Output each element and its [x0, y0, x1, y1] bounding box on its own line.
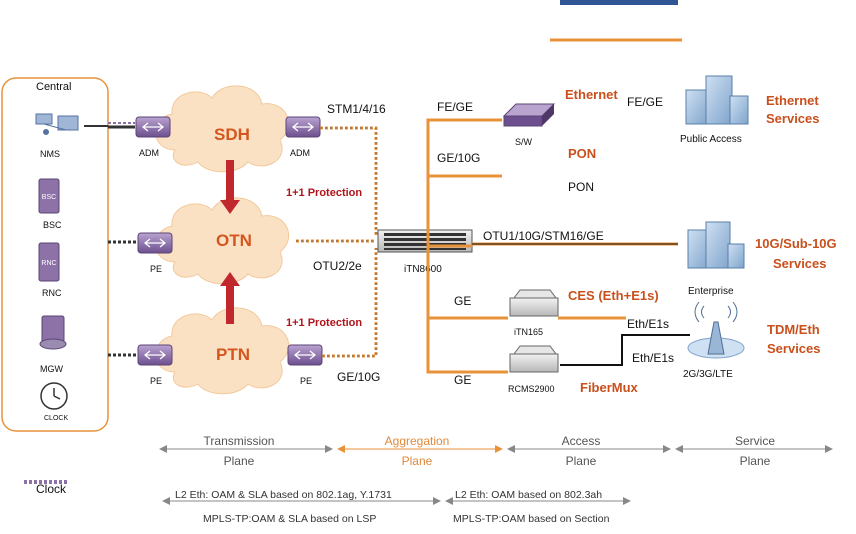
ge-rcms-label: GE [454, 373, 471, 387]
public-access-label: Public Access [680, 134, 742, 145]
svg-text:Plane: Plane [566, 454, 597, 468]
eth-e1-top-label: Eth/E1s [627, 317, 669, 331]
clock-label: CLOCK [44, 415, 68, 422]
ethernet-service-label: Ethernet [565, 87, 618, 102]
planes-row: Transmission Plane Aggregation Plane Acc… [159, 434, 833, 468]
oam-notes: L2 Eth: OAM & SLA based on 802.1ag, Y.17… [162, 489, 631, 525]
ces-service-label: CES (Eth+E1s) [568, 288, 659, 303]
pe-ptn-left-label: PE [150, 376, 162, 386]
clock-legend: Clock [24, 480, 68, 496]
pe-otn-device [137, 232, 173, 254]
svg-text:RNC: RNC [41, 260, 56, 267]
itn8600-chassis [377, 229, 473, 253]
central-panel: Central NMS BSC BSC RNC RNC MGW [1, 77, 109, 432]
note-right-2: MPLS-TP:OAM based on Section [453, 513, 610, 525]
pe-ptn-right-device [287, 344, 323, 366]
rnc-server-icon: RNC [38, 242, 60, 282]
adm-right-label: ADM [290, 148, 310, 158]
ge-10g-label: GE/10G [437, 151, 480, 165]
pe-ptn-left-device [137, 344, 173, 366]
sw-label: S/W [515, 137, 533, 147]
otn-label: OTN [216, 231, 252, 250]
bsc-server-icon: BSC [38, 178, 60, 214]
ethernet-services-title: Ethernet Services [766, 93, 820, 126]
protection-arrows [220, 160, 240, 324]
cell-tower-icon [687, 301, 745, 359]
fibermux-label: FiberMux [580, 380, 639, 395]
access-black-lines [472, 243, 690, 366]
svg-text:Services: Services [773, 256, 827, 271]
svg-text:Ethernet: Ethernet [766, 93, 819, 108]
pon-text: PON [568, 180, 594, 194]
ge-itn165-label: GE [454, 294, 471, 308]
adm-left-device [135, 116, 171, 138]
central-links [84, 122, 138, 357]
nms-label: NMS [40, 149, 60, 159]
mgw-label: MGW [40, 364, 63, 374]
top-legend-lines [550, 0, 682, 42]
pe-ptn-right-label: PE [300, 376, 312, 386]
rcms2900-device [509, 345, 559, 373]
protection-bottom-label: 1+1 Protection [286, 317, 362, 329]
svg-text:Services: Services [767, 341, 821, 356]
clock-icon [40, 382, 68, 410]
otn-cloud: OTN [155, 197, 290, 285]
note-left-1: L2 Eth: OAM & SLA based on 802.1ag, Y.17… [175, 489, 392, 501]
svg-text:TDM/Eth: TDM/Eth [767, 322, 820, 337]
svg-text:Plane: Plane [740, 454, 771, 468]
central-title: Central [36, 81, 71, 93]
tdm-services-title: TDM/Eth Services [767, 322, 821, 356]
adm-right-device [285, 116, 321, 138]
transmission-links [296, 126, 378, 358]
itn8600-label: iTN8600 [404, 264, 442, 275]
enterprise-label: Enterprise [688, 286, 734, 297]
access-plane-label: Access [562, 434, 601, 448]
pon-service-label: PON [568, 146, 596, 161]
itn165-device [509, 289, 559, 317]
ptn-cloud: PTN [155, 307, 290, 395]
note-right-1: L2 Eth: OAM based on 802.3ah [455, 489, 602, 501]
rnc-label: RNC [42, 288, 62, 298]
otu1-label: OTU1/10G/STM16/GE [483, 229, 604, 243]
sw-switch-icon [502, 103, 556, 127]
svg-text:10G/Sub-10G: 10G/Sub-10G [755, 236, 837, 251]
ge10g-ptn-label: GE/10G [337, 370, 380, 384]
enterprise-building-icon [687, 221, 745, 269]
clock-legend-label: Clock [36, 482, 67, 496]
sdh-label: SDH [214, 125, 250, 144]
fe-ge-left-label: FE/GE [437, 100, 473, 114]
mgw-icon [39, 315, 67, 350]
svg-text:Services: Services [766, 111, 820, 126]
subg-services-title: 10G/Sub-10G Services [755, 236, 837, 271]
protection-top-label: 1+1 Protection [286, 187, 362, 199]
bsc-label: BSC [43, 220, 62, 230]
service-plane-label: Service [735, 434, 775, 448]
mobile-label: 2G/3G/LTE [683, 369, 733, 380]
adm-left-label: ADM [139, 148, 159, 158]
aggregation-plane-label: Aggregation [385, 434, 450, 448]
stm-label: STM1/4/16 [327, 102, 386, 116]
fe-ge-right-label: FE/GE [627, 95, 663, 109]
svg-text:Plane: Plane [402, 454, 433, 468]
rcms2900-label: RCMS2900 [508, 384, 555, 394]
eth-e1-bottom-label: Eth/E1s [632, 351, 674, 365]
nms-icon [35, 113, 79, 135]
transmission-plane-label: Transmission [204, 434, 275, 448]
svg-text:Plane: Plane [224, 454, 255, 468]
note-left-2: MPLS-TP:OAM & SLA based on LSP [203, 513, 376, 525]
public-access-building-icon [685, 75, 749, 125]
sdh-cloud: SDH [155, 85, 290, 173]
svg-text:BSC: BSC [42, 194, 56, 201]
pe-otn-label: PE [150, 264, 162, 274]
itn165-label: iTN165 [514, 327, 543, 337]
ptn-label: PTN [216, 345, 250, 364]
otu2-label: OTU2/2e [313, 259, 362, 273]
